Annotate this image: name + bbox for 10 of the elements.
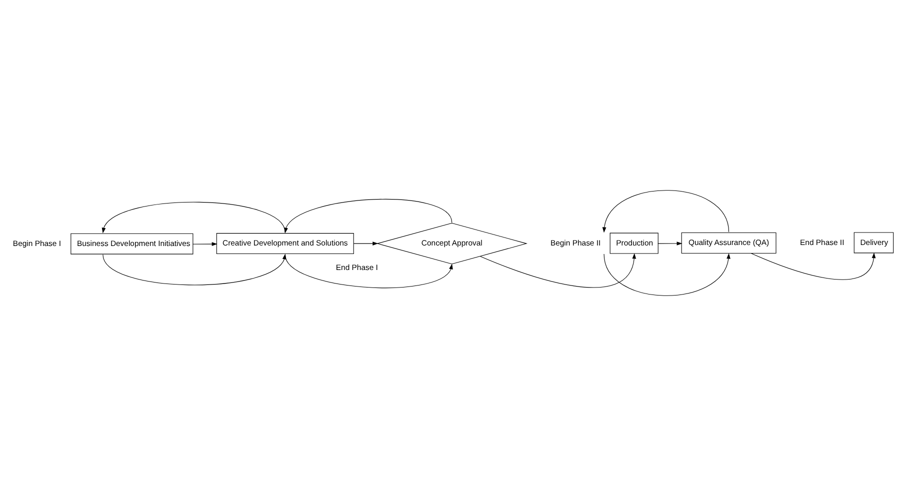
arrow [102, 201, 286, 233]
arrow [750, 252, 876, 280]
arrow [284, 254, 453, 288]
arrow [604, 252, 730, 296]
arrow [658, 241, 682, 245]
arrow [284, 198, 452, 233]
arrow [480, 252, 636, 288]
arrow [192, 242, 218, 246]
arrow [602, 190, 730, 232]
arrow [354, 241, 378, 245]
